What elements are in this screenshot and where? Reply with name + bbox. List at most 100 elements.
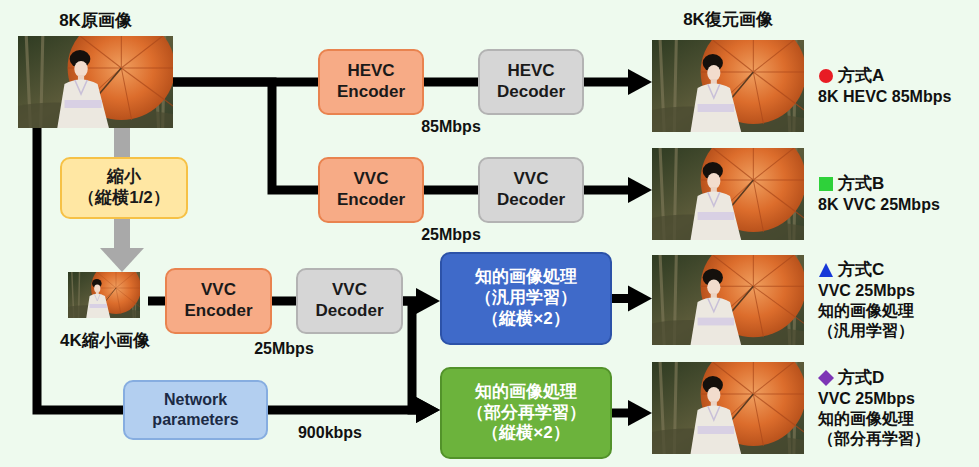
connector-line [584, 186, 628, 195]
arrow-head [628, 400, 652, 426]
method-title: 方式C [818, 259, 973, 280]
method-marker [818, 370, 834, 386]
connector [612, 286, 652, 312]
arrow-head [628, 69, 652, 95]
image-row: 方式B8K VVC 25Mbps [652, 148, 973, 240]
connector [403, 301, 440, 423]
process-box: HEVC Encoder [318, 49, 424, 115]
method-detail: 8K HEVC 85Mbps [818, 87, 973, 107]
image-node: 8K復元画像方式A8K HEVC 85Mbps [652, 8, 973, 132]
photo-illustration [652, 255, 804, 345]
connector-line [272, 297, 296, 306]
method-title: 方式D [818, 367, 973, 388]
method-title: 方式A [818, 65, 973, 86]
connector [612, 400, 652, 426]
image-node: 4K縮小画像 [60, 272, 148, 351]
image-caption: 4K縮小画像 [60, 330, 148, 351]
connector-line [403, 301, 416, 410]
method-text: 方式A8K HEVC 85Mbps [818, 40, 973, 132]
box-label: VVC Decoder [486, 169, 576, 210]
edge-label: 85Mbps [421, 118, 481, 136]
method-text: 方式CVVC 25Mbps 知的画像処理 （汎用学習） [818, 255, 973, 345]
image-row: 方式DVVC 25Mbps 知的画像処理 （部分再学習） [652, 362, 973, 454]
connector [173, 82, 318, 190]
box-label: VVC Encoder [173, 280, 264, 321]
method-name: 方式A [838, 65, 884, 86]
photo-illustration [652, 362, 804, 454]
connector [424, 82, 478, 83]
connector [268, 397, 440, 423]
image-spacer [652, 148, 804, 240]
photo-illustration [68, 272, 140, 318]
connector-line [612, 294, 628, 303]
image-node: 方式CVVC 25Mbps 知的画像処理 （汎用学習） [652, 255, 973, 345]
connector-line [173, 82, 318, 190]
process-box: VVC Encoder [318, 157, 424, 223]
connector-line [424, 186, 478, 195]
connector [148, 301, 165, 302]
method-name: 方式C [838, 259, 884, 280]
connector-line [424, 78, 478, 87]
box-label: 知的画像処理 （汎用学習） （縦横×2） [448, 267, 604, 329]
connector [100, 219, 144, 272]
method-detail: VVC 25Mbps 知的画像処理 （汎用学習） [818, 281, 973, 341]
image-node: 方式B8K VVC 25Mbps [652, 148, 973, 240]
connector [424, 190, 478, 191]
image-spacer [652, 40, 804, 132]
method-name: 方式B [838, 173, 884, 194]
method-detail: VVC 25Mbps 知的画像処理 （部分再学習） [818, 389, 973, 449]
marker-shape [818, 370, 834, 386]
connector-line [584, 78, 628, 87]
method-detail: 8K VVC 25Mbps [818, 195, 973, 215]
photo-illustration [18, 36, 173, 128]
method-marker [818, 176, 834, 192]
connector-line [114, 219, 130, 248]
arrow-head [416, 288, 440, 314]
image-spacer [652, 362, 804, 454]
box-label: 知的画像処理 （部分再学習） （縦横×2） [448, 382, 604, 444]
image-spacer [652, 255, 804, 345]
arrow-head [416, 397, 440, 423]
box-label: VVC Encoder [326, 169, 416, 210]
arrow-head [416, 397, 440, 423]
connector-line [268, 406, 416, 415]
marker-shape [819, 177, 833, 191]
box-label: Network parameters [131, 390, 260, 429]
image-row: 方式CVVC 25Mbps 知的画像処理 （汎用学習） [652, 255, 973, 345]
image-spacer [68, 272, 140, 318]
image-node: 方式DVVC 25Mbps 知的画像処理 （部分再学習） [652, 362, 973, 454]
connector-line [114, 128, 130, 157]
method-marker [818, 262, 834, 278]
connector [584, 177, 652, 203]
method-title: 方式B [818, 173, 973, 194]
marker-shape [819, 263, 833, 277]
method-marker [818, 68, 834, 84]
image-heading: 8K復元画像 [652, 8, 804, 40]
method-text: 方式B8K VVC 25Mbps [818, 148, 973, 240]
edge-label: 900kbps [298, 424, 362, 442]
edge-label: 25Mbps [254, 340, 314, 358]
arrow-head [100, 248, 144, 272]
box-label: HEVC Encoder [326, 61, 416, 102]
process-box: 縮小 （縦横1/2） [60, 157, 188, 219]
process-box: Network parameters [123, 380, 268, 440]
connector [272, 301, 296, 302]
process-box: 知的画像処理 （汎用学習） （縦横×2） [440, 252, 612, 345]
image-heading: 8K原画像 [18, 10, 173, 36]
method-text: 方式DVVC 25Mbps 知的画像処理 （部分再学習） [818, 362, 973, 454]
box-label: HEVC Decoder [486, 61, 576, 102]
marker-shape [819, 69, 833, 83]
image-row: 方式A8K HEVC 85Mbps [652, 40, 973, 132]
image-node: 8K原画像 [18, 10, 173, 128]
photo-illustration [652, 148, 804, 240]
connector-line [148, 297, 165, 306]
edge-label: 25Mbps [421, 226, 481, 244]
arrow-head [628, 286, 652, 312]
connector-line [612, 409, 628, 418]
box-label: VVC Decoder [304, 280, 395, 321]
process-box: 知的画像処理 （部分再学習） （縦横×2） [440, 367, 612, 459]
box-label: 縮小 （縦横1/2） [68, 167, 180, 208]
photo-illustration [652, 40, 804, 132]
process-box: VVC Decoder [296, 268, 403, 334]
